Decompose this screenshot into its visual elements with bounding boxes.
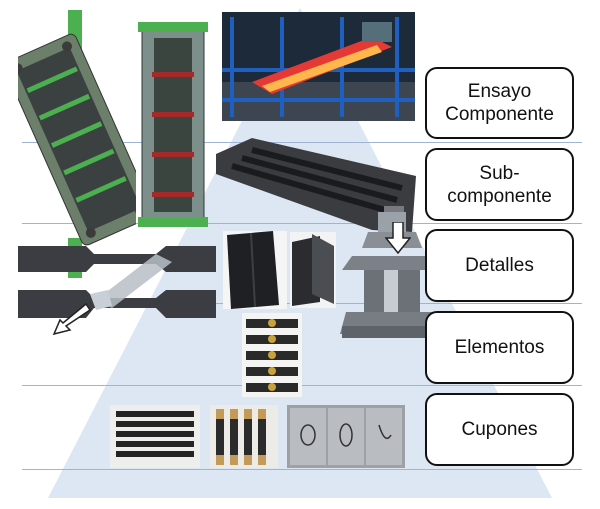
level-label-line: componente	[447, 185, 552, 207]
level-label-line: Componente	[445, 104, 554, 125]
level-divider-5	[22, 469, 582, 470]
level-label-line: Elementos	[454, 337, 545, 358]
level-label-line: Detalles	[465, 255, 534, 276]
component-fixture-render-right	[138, 22, 208, 227]
level-label-coupons: Cupones	[425, 393, 574, 466]
details-test-fixture-render	[340, 212, 444, 338]
load-arrow-icon	[385, 222, 411, 254]
level-label-line: Ensayo	[467, 81, 532, 102]
level-label-line: Sub-	[479, 162, 520, 184]
component-fixture-render-left	[18, 10, 136, 278]
level-label-line: Cupones	[461, 419, 538, 440]
details-joint-specimen-photo-1	[223, 231, 287, 309]
coupons-tensile-specimens-photo	[110, 405, 200, 468]
load-arrow-icon	[52, 302, 92, 336]
details-joint-specimen-photo-2	[290, 232, 336, 308]
coupons-tabbed-specimens-photo	[210, 405, 278, 468]
level-divider-1	[22, 142, 582, 143]
level-label-details: Detalles	[425, 229, 574, 302]
component-test-rig-photo	[222, 12, 415, 121]
level-label-elements: Elementos	[425, 311, 574, 384]
level-divider-2	[22, 223, 582, 224]
coupons-open-hole-specimens-photo	[287, 405, 405, 468]
details-dogbone-specimen-photo	[18, 246, 216, 318]
elements-bolted-joint-photo	[242, 313, 302, 397]
level-label-subcomponent: Sub- componente	[425, 148, 574, 221]
level-label-component: Ensayo Componente	[425, 67, 574, 139]
level-divider-4	[22, 385, 582, 386]
